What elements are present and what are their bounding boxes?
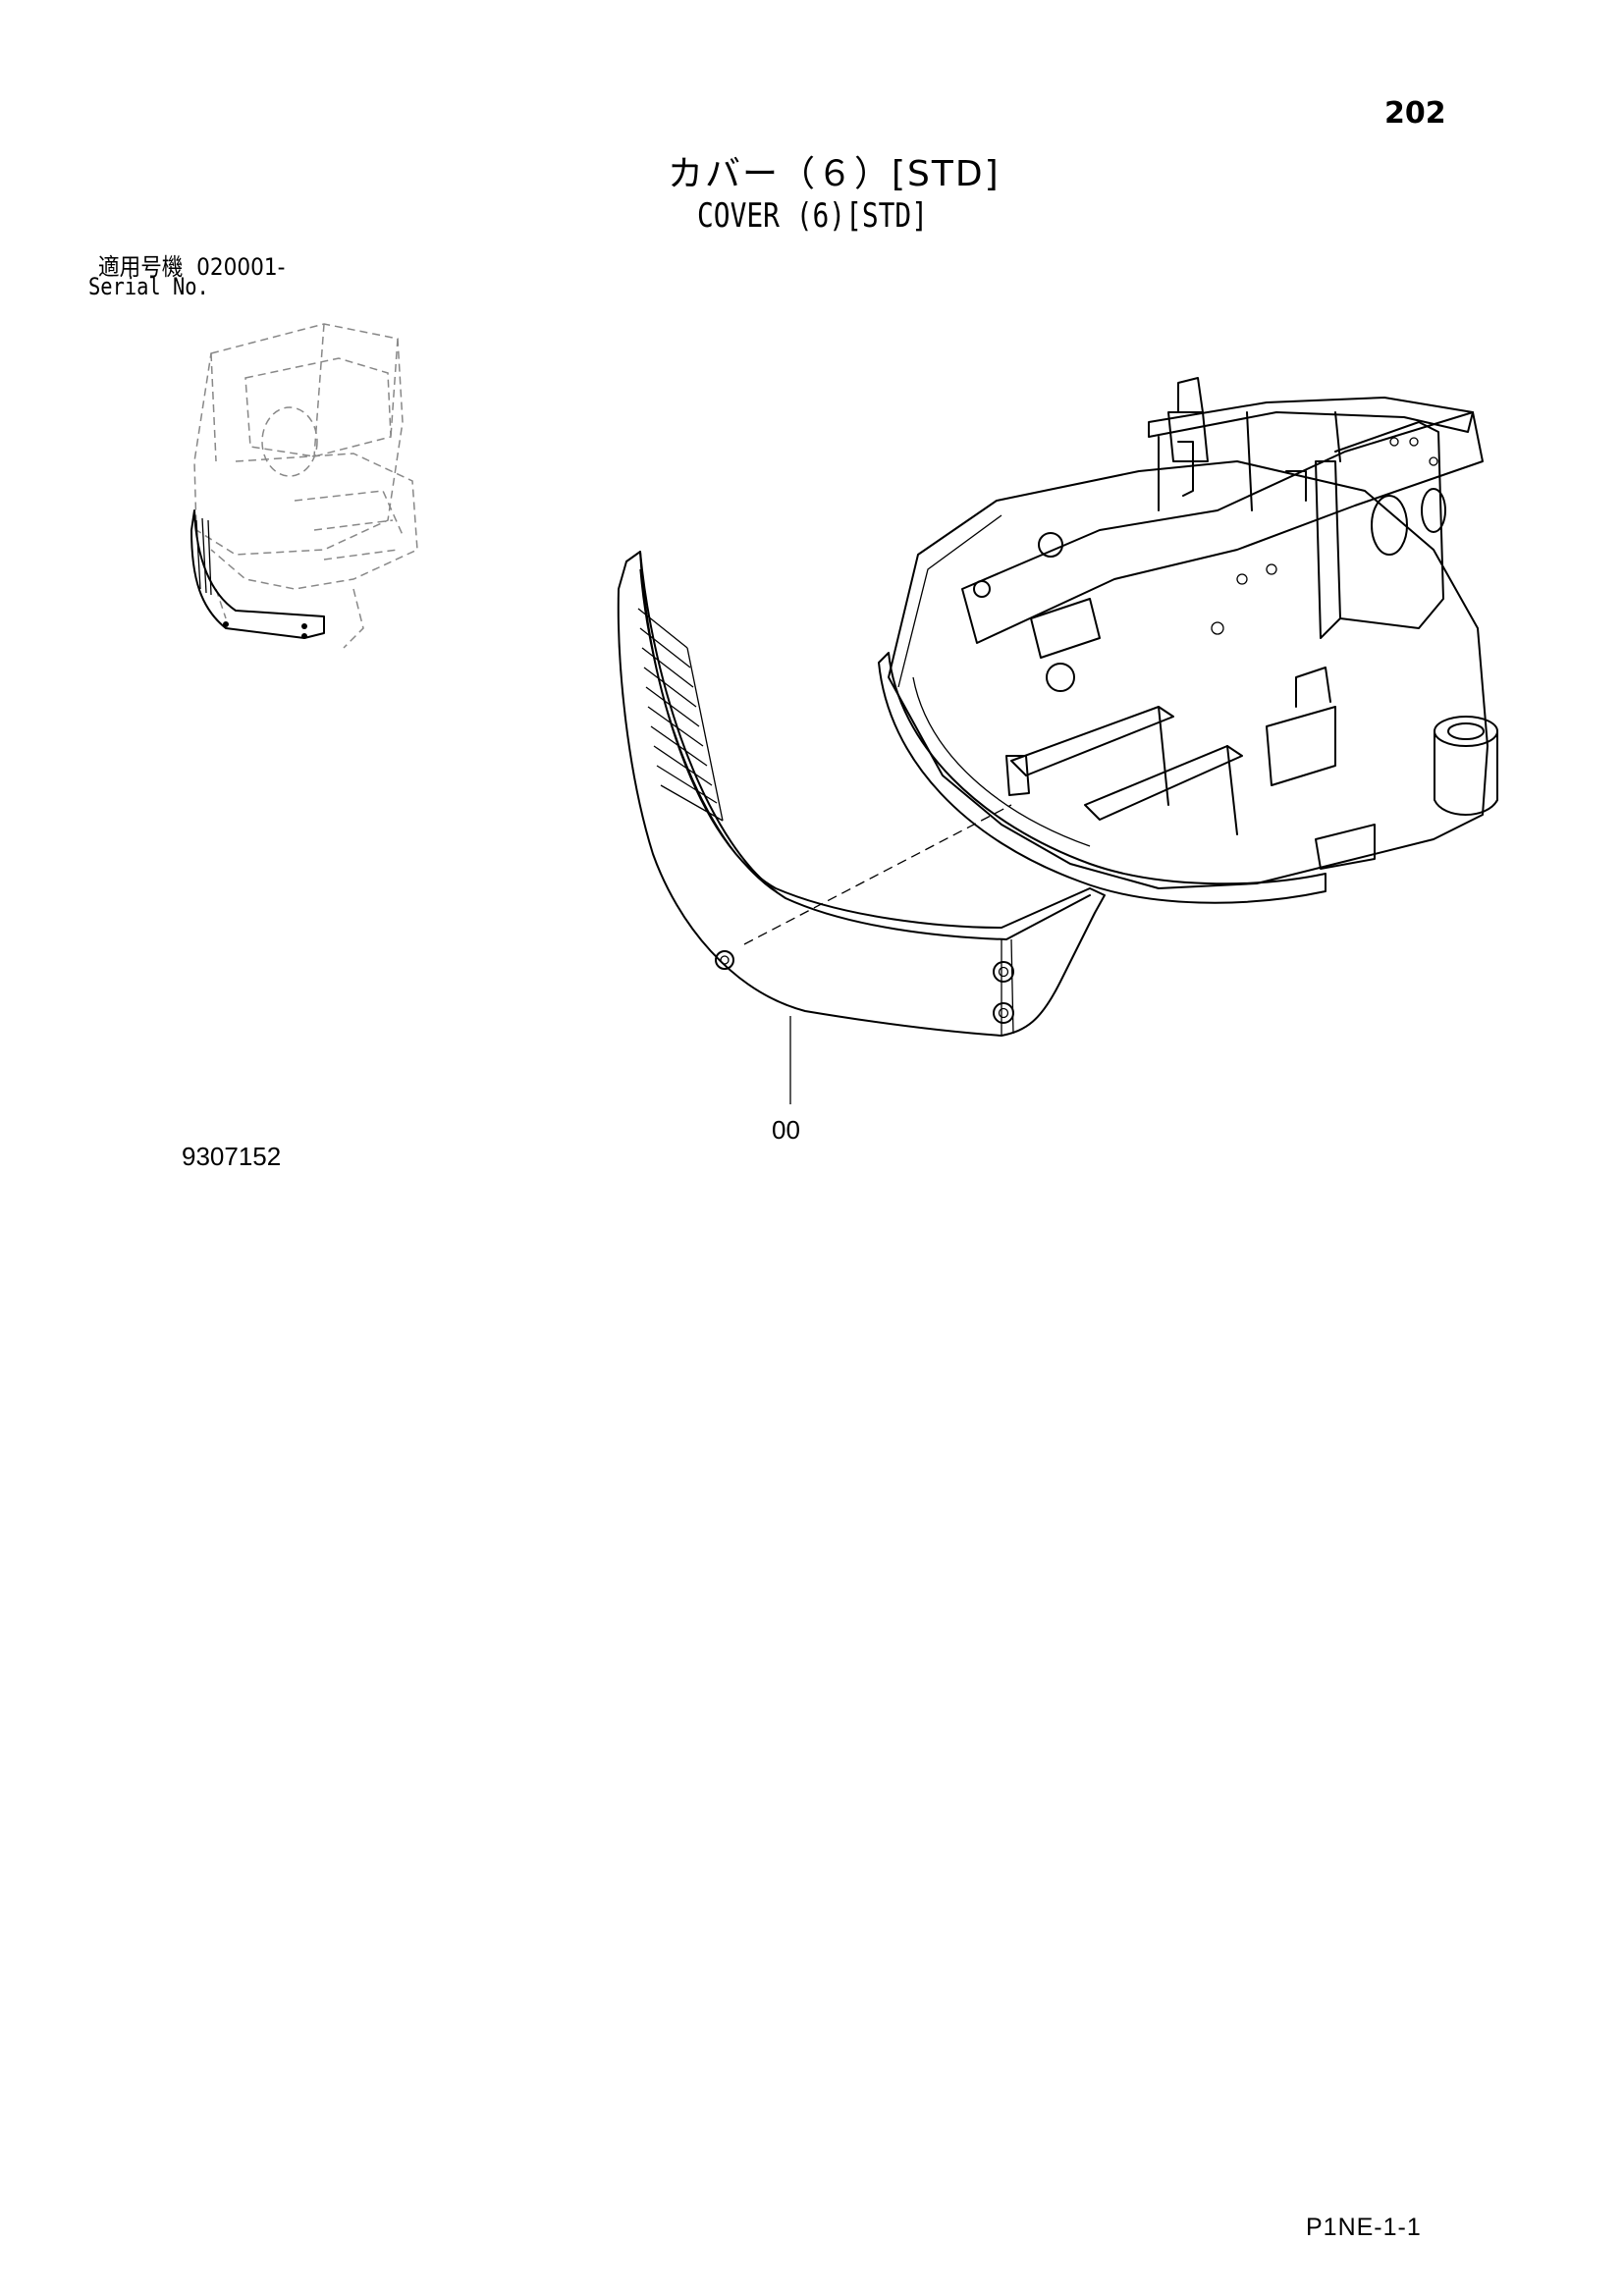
cover-grille bbox=[637, 608, 724, 822]
serial-label-jp: 適用号機 bbox=[98, 253, 184, 281]
page-number: 202 bbox=[1384, 96, 1446, 131]
serial-value: 020001- bbox=[196, 253, 286, 281]
serial-label: 適用号機 020001- bbox=[98, 247, 285, 282]
drawing-number: 9307152 bbox=[182, 1142, 282, 1171]
part-callout: 00 bbox=[772, 1115, 800, 1145]
footer-code: P1NE-1-1 bbox=[1306, 2214, 1422, 2241]
leader-line bbox=[743, 804, 1012, 945]
serial-label-en: Serial No. bbox=[88, 273, 209, 300]
cover-part bbox=[617, 551, 1106, 1104]
location-thumbnail bbox=[190, 323, 418, 649]
revolving-frame bbox=[878, 377, 1498, 904]
page-title-en: COVER (6)[STD] bbox=[697, 196, 928, 236]
page-title-jp: カバー（６）[STD] bbox=[668, 154, 1001, 194]
